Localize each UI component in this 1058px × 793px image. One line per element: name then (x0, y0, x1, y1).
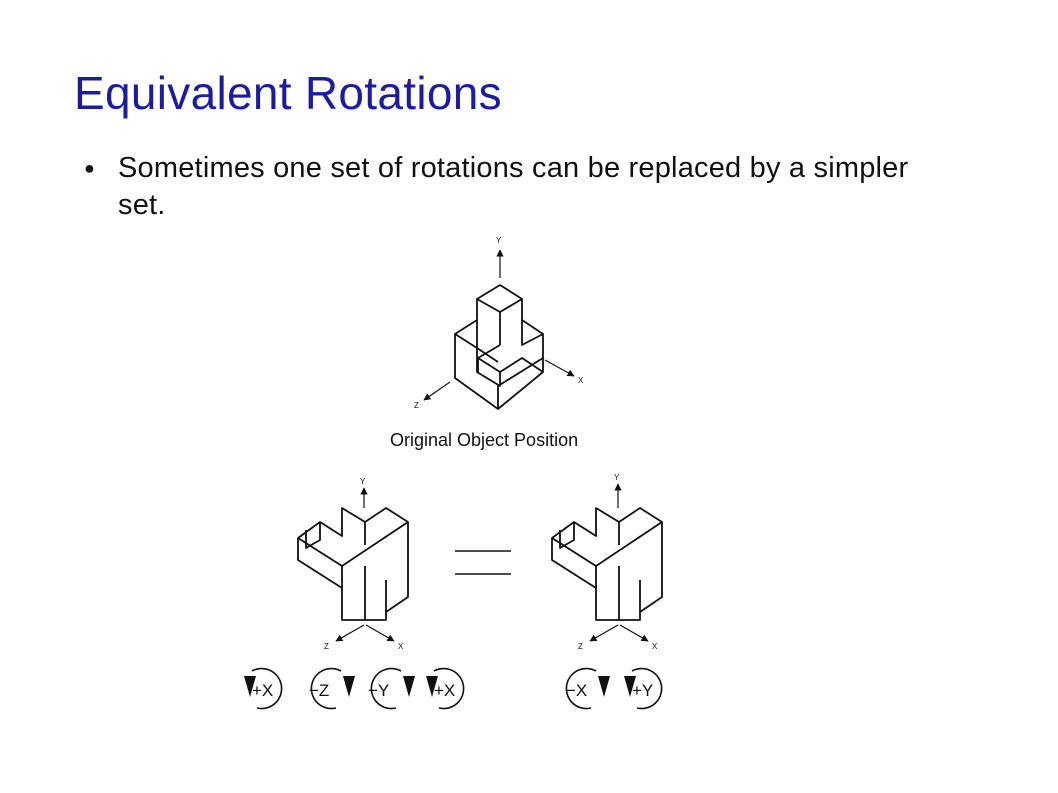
right-axis-label-z: Z (578, 642, 583, 651)
figure-caption: Original Object Position (390, 430, 578, 450)
left-axis-label-x: X (398, 642, 404, 651)
right-axes (589, 483, 649, 642)
original-object (454, 284, 544, 410)
rotation-arrow-icon (426, 676, 438, 697)
rotation-symbol-left-1: +X (244, 667, 283, 710)
rotation-symbol-left-2: −Z (309, 667, 355, 710)
right-axis-label-x: X (652, 642, 658, 651)
rotation-arrow-icon (403, 676, 415, 697)
rotation-symbol-left-3: −Y (368, 667, 415, 710)
left-axes (335, 487, 395, 642)
rotation-label: +Y (632, 681, 653, 700)
rotation-arrow-icon (244, 676, 256, 697)
right-axis-label-y: Y (614, 473, 620, 482)
rotation-symbol-right-1: −X (565, 667, 610, 710)
rotation-arrow-icon (624, 676, 636, 697)
rotated-object-right (551, 507, 663, 621)
bullet-list: ● Sometimes one set of rotations can be … (84, 150, 984, 224)
rotation-symbol-right-2: +Y (624, 667, 663, 710)
original-axes (423, 249, 575, 401)
rotation-label: −Y (368, 681, 389, 700)
left-axis-label-y: Y (360, 477, 366, 486)
slide-title: Equivalent Rotations (74, 67, 502, 119)
bullet-item: ● Sometimes one set of rotations can be … (84, 150, 984, 224)
axis-label-z: Z (414, 401, 419, 410)
axis-label-y: Y (496, 236, 502, 245)
axis-label-x: X (578, 376, 584, 385)
rotation-label: +X (434, 681, 455, 700)
rotation-arrow-icon (598, 676, 610, 697)
rotation-label: −X (566, 681, 587, 700)
rotation-arrow-icon (343, 676, 355, 697)
rotation-symbol-left-4: +X (426, 667, 465, 710)
left-axis-label-z: Z (324, 642, 329, 651)
rotation-label: +X (252, 681, 273, 700)
rotated-object-left (297, 507, 409, 621)
bullet-dot-icon: ● (84, 158, 96, 178)
bullet-text: Sometimes one set of rotations can be re… (118, 152, 909, 221)
equivalence-sign (455, 550, 511, 575)
rotation-label: −Z (309, 681, 329, 700)
